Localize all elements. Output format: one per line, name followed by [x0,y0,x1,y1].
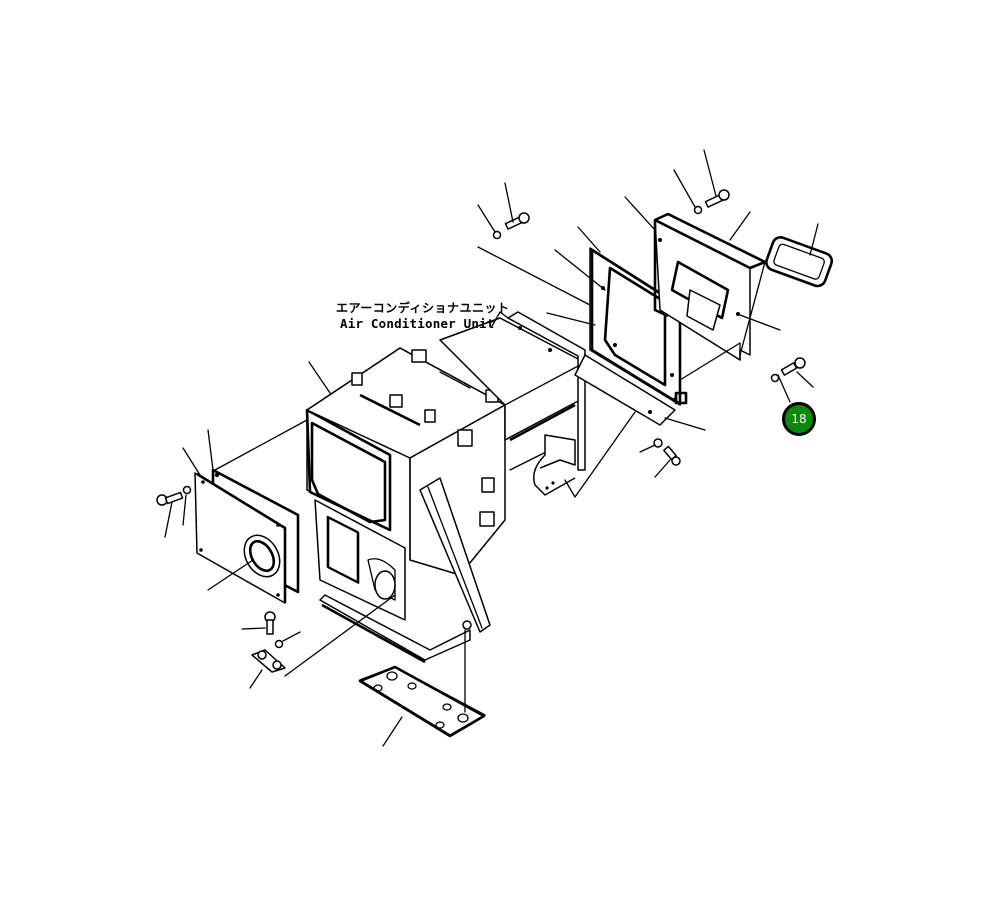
bolt-left [156,485,192,506]
base-plate [358,665,486,738]
callout-badge-18[interactable]: 18 [782,402,816,436]
clip-lower-left [251,649,286,673]
bolt-top-right [693,189,730,215]
bolt-top-left [492,212,530,240]
air-conditioner-housing [305,317,581,664]
bolt-lower-left [264,611,284,649]
leader-lines [164,149,819,747]
vent-grille [765,236,834,288]
side-cover-with-grommet [194,468,300,604]
bolts-and-washers [156,189,806,673]
part-label-english: Air Conditioner Unit [340,316,495,331]
part-label-japanese: エアーコンディショナユニット [336,301,510,315]
mounting-bracket [419,477,491,633]
bolt-right [770,357,806,383]
outlet-duct-box [653,212,767,361]
bolt-middle [653,438,681,466]
callout-number: 18 [791,412,807,426]
